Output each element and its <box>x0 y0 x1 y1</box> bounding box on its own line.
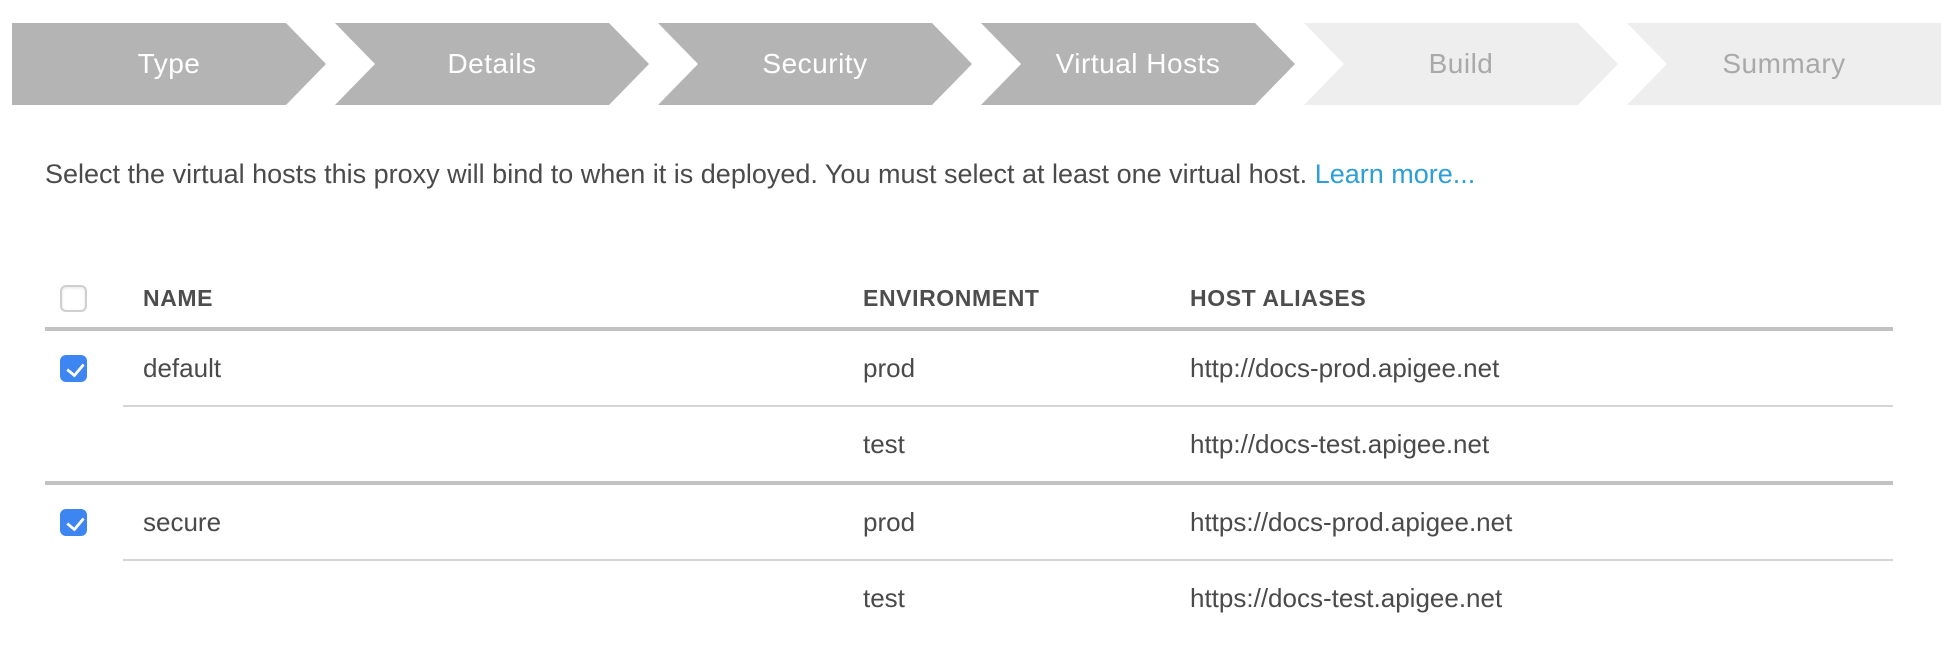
host-alias-value: https://docs-prod.apigee.net <box>1190 506 1513 537</box>
host-alias-value: http://docs-test.apigee.net <box>1190 428 1490 459</box>
step-security-label: Security <box>762 48 868 79</box>
step-summary-label: Summary <box>1722 48 1846 79</box>
wizard-stepper: Type Details Security Virtual Hosts Buil… <box>12 23 1941 105</box>
virtual-host-name: default <box>143 352 222 383</box>
step-details[interactable]: Details <box>335 23 649 105</box>
row-checkbox-default[interactable] <box>60 354 87 382</box>
step-type[interactable]: Type <box>12 23 326 105</box>
table-row: secure prod https://docs-prod.apigee.net <box>45 485 1893 559</box>
host-alias-value: http://docs-prod.apigee.net <box>1190 352 1500 383</box>
host-alias-value: https://docs-test.apigee.net <box>1190 582 1503 613</box>
row-inner-divider <box>123 405 1893 407</box>
environment-value: prod <box>863 506 916 537</box>
select-all-checkbox[interactable] <box>60 284 87 312</box>
virtual-hosts-table: NAME ENVIRONMENT HOST ALIASES default pr… <box>45 269 1893 635</box>
instruction-sentence: Select the virtual hosts this proxy will… <box>45 159 1308 189</box>
step-build-label: Build <box>1428 48 1494 79</box>
step-virtual-hosts-label: Virtual Hosts <box>1055 48 1221 79</box>
table-row-group-secure: secure prod https://docs-prod.apigee.net… <box>45 485 1893 635</box>
row-inner-divider <box>123 559 1893 561</box>
instruction-text: Select the virtual hosts this proxy will… <box>45 157 1889 191</box>
header-divider <box>45 327 1893 331</box>
table-row: test http://docs-test.apigee.net <box>45 407 1893 481</box>
step-build: Build <box>1304 23 1618 105</box>
group-divider <box>45 481 1893 485</box>
column-header-name: NAME <box>143 284 214 311</box>
table-header-row: NAME ENVIRONMENT HOST ALIASES <box>45 269 1893 327</box>
environment-value: prod <box>863 352 916 383</box>
virtual-host-name: secure <box>143 506 222 537</box>
step-virtual-hosts[interactable]: Virtual Hosts <box>981 23 1295 105</box>
step-security[interactable]: Security <box>658 23 972 105</box>
step-details-label: Details <box>447 48 537 79</box>
column-header-host-aliases: HOST ALIASES <box>1190 284 1367 311</box>
select-all-cell <box>45 284 143 312</box>
row-checkbox-secure[interactable] <box>60 508 87 536</box>
table-row-group-default: default prod http://docs-prod.apigee.net… <box>45 331 1893 481</box>
environment-value: test <box>863 428 905 459</box>
learn-more-link[interactable]: Learn more... <box>1314 159 1476 189</box>
step-summary: Summary <box>1627 23 1941 105</box>
row-checkbox-cell <box>45 354 143 382</box>
step-type-label: Type <box>137 48 201 79</box>
row-checkbox-cell <box>45 508 143 536</box>
table-row: default prod http://docs-prod.apigee.net <box>45 331 1893 405</box>
column-header-environment: ENVIRONMENT <box>863 284 1040 311</box>
table-row: test https://docs-test.apigee.net <box>45 561 1893 635</box>
environment-value: test <box>863 582 905 613</box>
